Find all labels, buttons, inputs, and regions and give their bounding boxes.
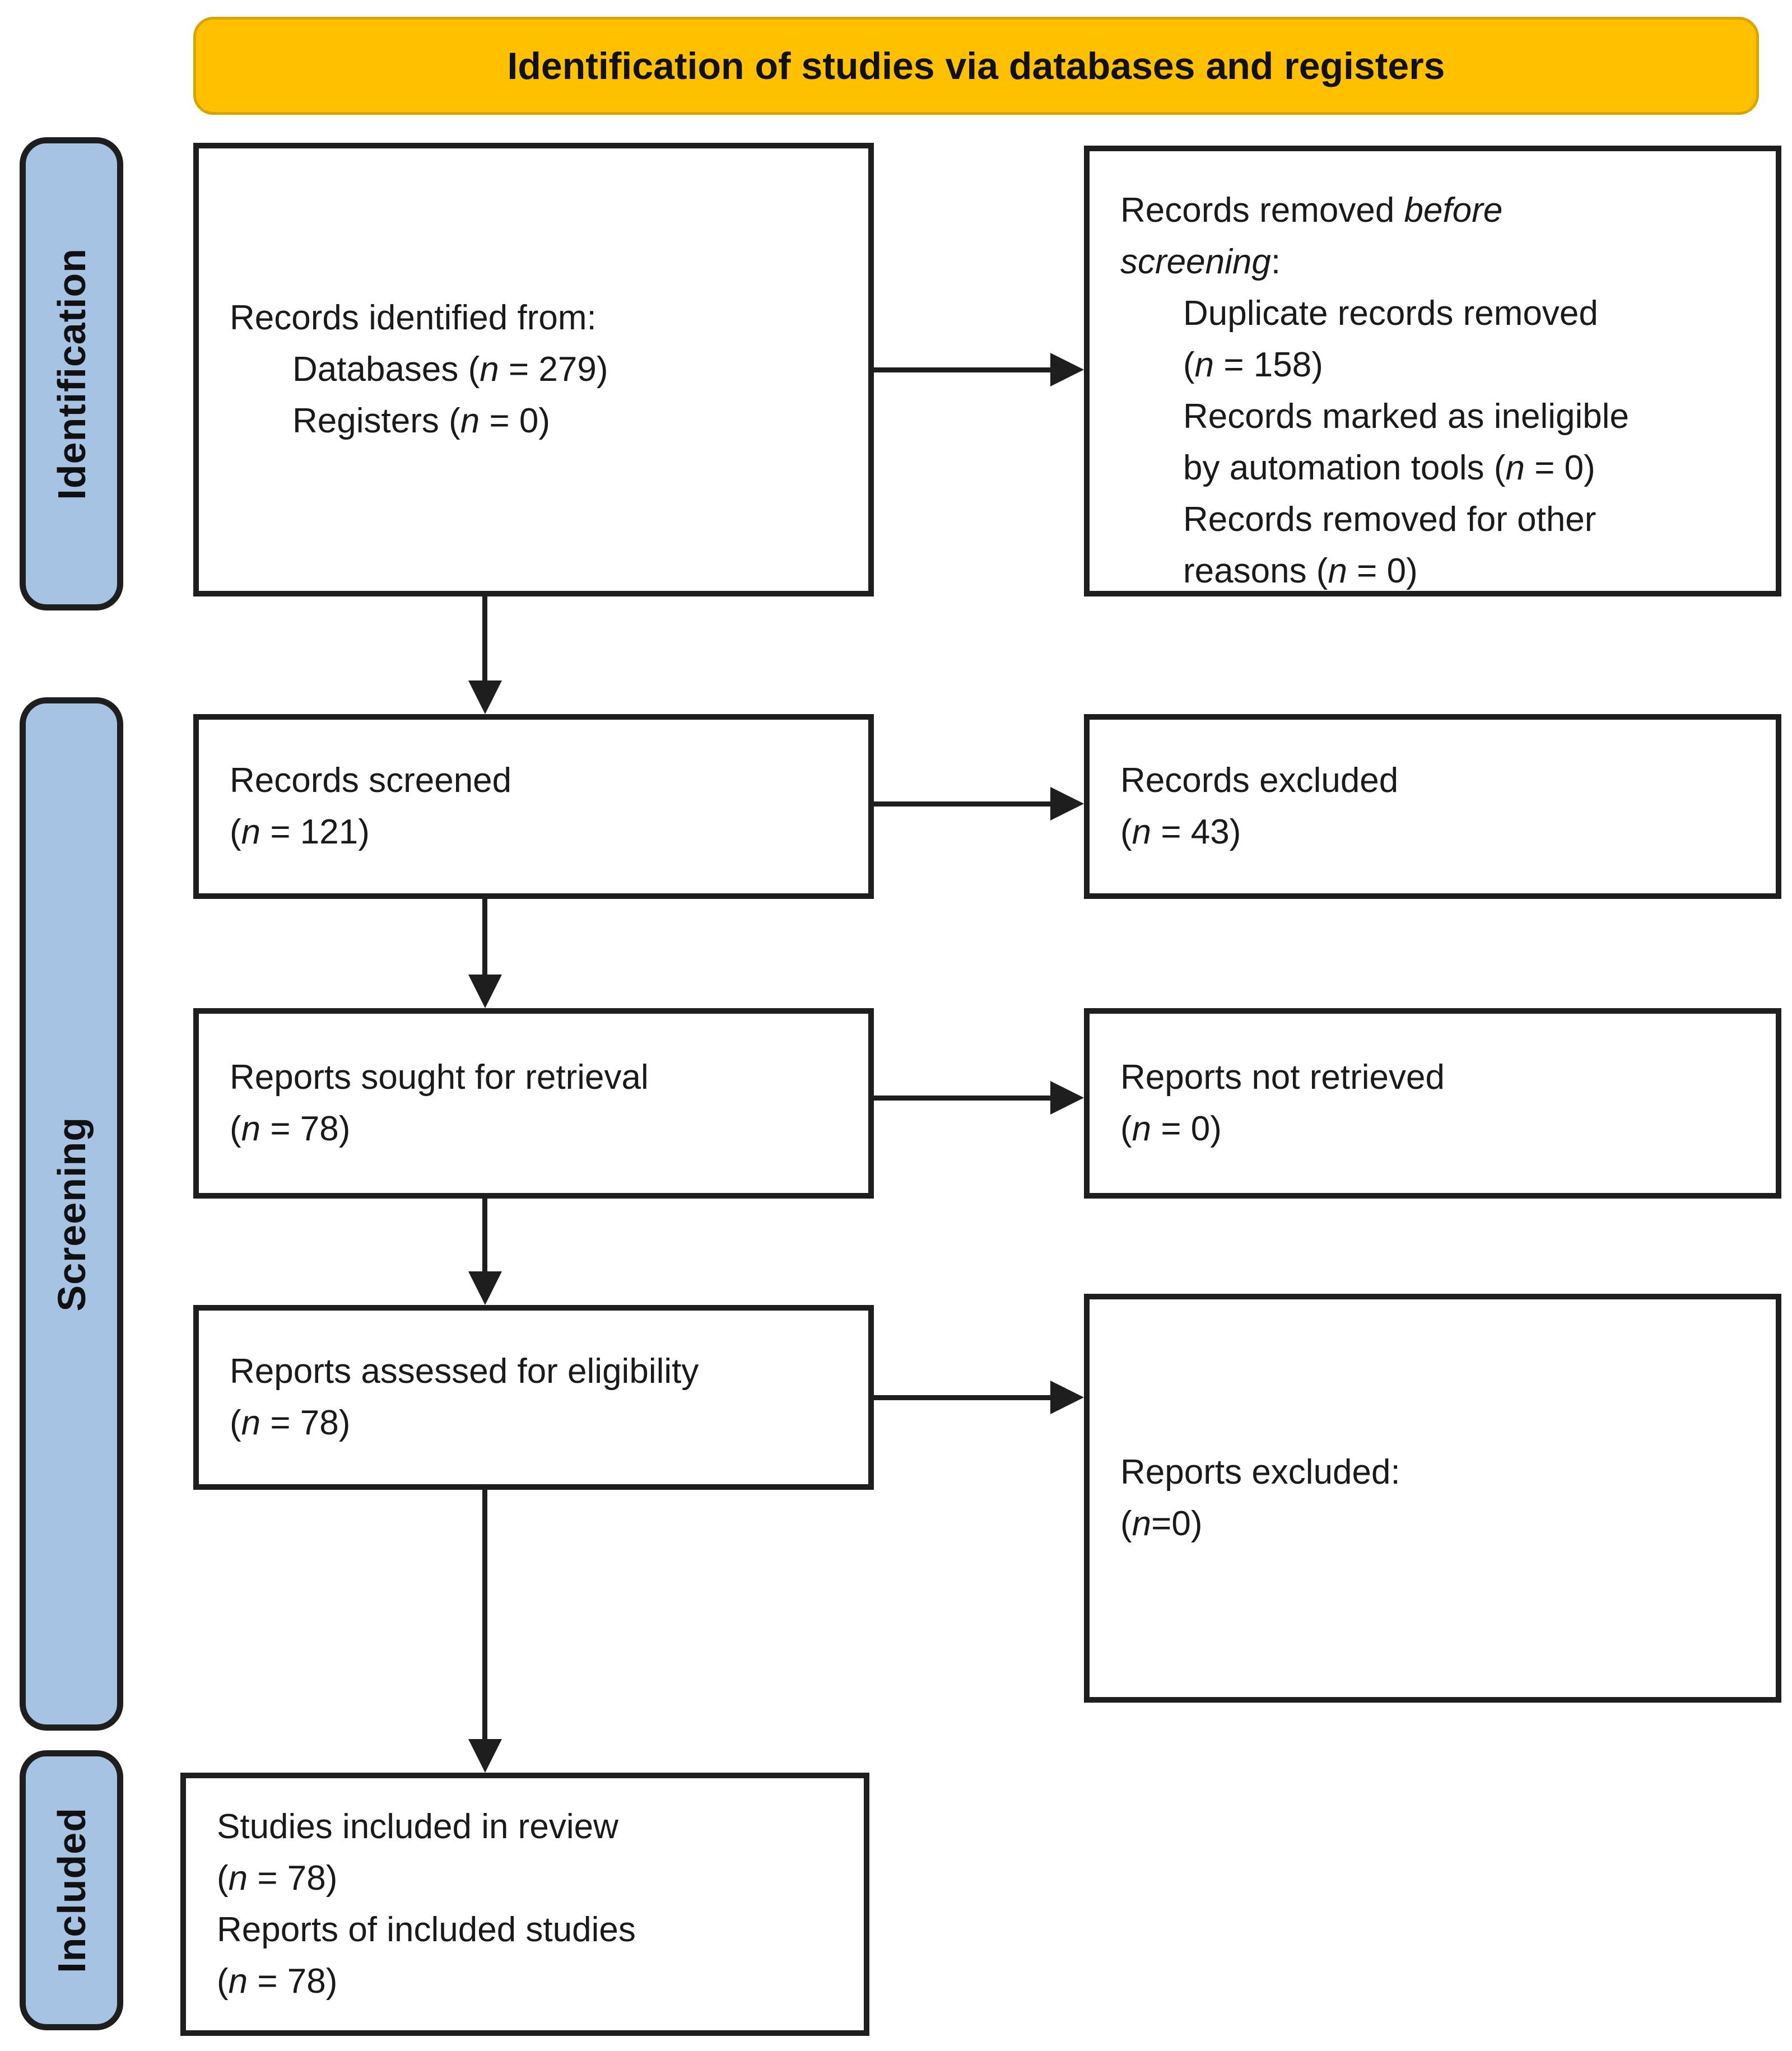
box-reports-sought-for-retrieval: Reports sought for retrieval(n = 78) [193, 1008, 874, 1199]
arrow-head-right-icon [1050, 353, 1084, 386]
box-reports-excluded: Reports excluded:(n=0) [1084, 1294, 1781, 1703]
stage-label-screening-text: Screening [49, 1116, 94, 1312]
stage-label-included-text: Included [49, 1807, 94, 1973]
arrow-head-right-icon [1050, 1081, 1084, 1115]
box-reports-not-retrieved: Reports not retrieved(n = 0) [1084, 1008, 1781, 1199]
arrow-shaft [874, 801, 1050, 807]
arrow-shaft [874, 1096, 1050, 1101]
arrow-shaft [482, 596, 487, 680]
banner-title: Identification of studies via databases … [193, 17, 1759, 115]
box-reports-assessed-for-eligibility: Reports assessed for eligibility(n = 78) [193, 1305, 874, 1490]
arrow-head-down-icon [468, 1739, 502, 1773]
box-records-identified: Records identified from:Databases (n = 2… [193, 143, 874, 596]
box-records-screened: Records screened(n = 121) [193, 714, 874, 899]
arrow-head-down-icon [468, 1271, 502, 1305]
box-records-excluded: Records excluded(n = 43) [1084, 714, 1781, 899]
arrow-head-down-icon [468, 975, 502, 1008]
arrow-shaft [482, 1490, 487, 1739]
arrow-head-right-icon [1050, 787, 1084, 821]
arrow-shaft [482, 1199, 487, 1271]
arrow-shaft [874, 367, 1050, 372]
stage-label-identification-text: Identification [49, 248, 94, 500]
stage-label-included: Included [20, 1750, 123, 2030]
box-studies-included-in-review: Studies included in review(n = 78)Report… [180, 1773, 869, 2036]
arrow-head-right-icon [1050, 1381, 1084, 1414]
stage-label-identification: Identification [20, 137, 123, 610]
arrow-shaft [874, 1395, 1050, 1400]
stage-label-screening: Screening [20, 697, 123, 1731]
arrow-shaft [482, 899, 487, 975]
arrow-head-down-icon [468, 680, 502, 714]
